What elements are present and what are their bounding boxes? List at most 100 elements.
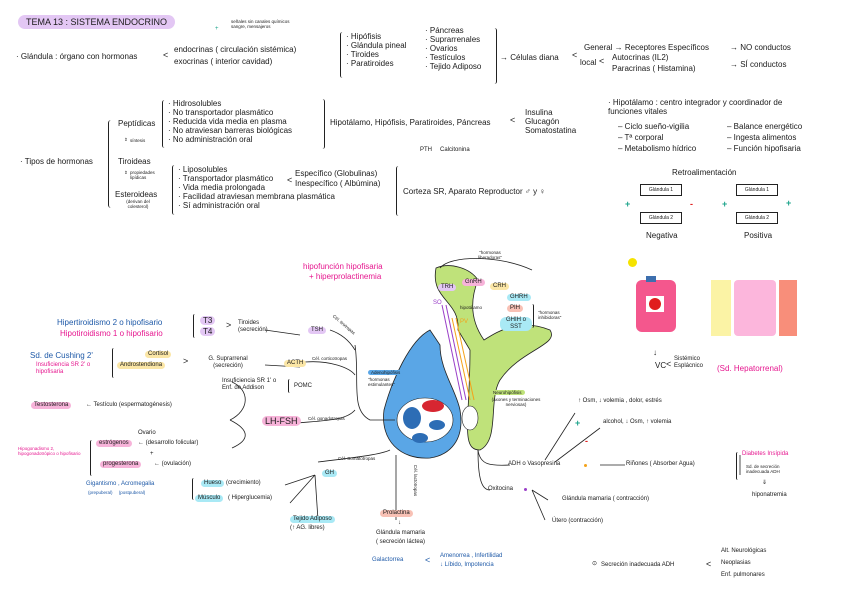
tiroides-label: Tiroides (secreción) bbox=[238, 320, 268, 333]
general-result: → NO conductos bbox=[730, 43, 791, 52]
transport-especifico: Específico (Globulinas) bbox=[295, 169, 378, 178]
retro-neg-g2: Glándula 2 bbox=[640, 212, 682, 224]
peptidicas-props: · Hidrosolubles · No transportador plasm… bbox=[168, 99, 292, 144]
down-arrow-icon: ↓ bbox=[653, 348, 657, 357]
minus-icon: - bbox=[585, 436, 588, 446]
gland-item: · Ovarios bbox=[425, 44, 458, 53]
cell-cluster bbox=[422, 400, 444, 412]
neuro-label: Neurohipófisis bbox=[490, 390, 525, 395]
hipo-func: – Tª corporal bbox=[618, 133, 664, 142]
gland-item: · Testículos bbox=[425, 53, 466, 62]
adh-label: ADH o Vasopresina bbox=[508, 461, 561, 467]
oxitocina-mamaria: Glándula mamaria ( contracción) bbox=[562, 496, 650, 502]
cortisol-badge: Cortisol bbox=[145, 351, 172, 358]
brace bbox=[288, 379, 292, 393]
retro-pos-g1: Glándula 1 bbox=[736, 184, 778, 196]
cushing: Sd. de Cushing 2' bbox=[30, 351, 93, 360]
gland-item: · Hipófisis bbox=[346, 32, 382, 41]
so-label: SO bbox=[433, 300, 442, 306]
estrogenos-badge: estrógenos bbox=[96, 440, 132, 447]
lt-icon: < bbox=[599, 56, 605, 66]
brace bbox=[492, 28, 497, 84]
gt-icon: > bbox=[226, 320, 232, 330]
lt-icon: < bbox=[163, 50, 169, 60]
brace bbox=[112, 348, 116, 378]
adeno-label: Adenohipófisis bbox=[368, 370, 404, 375]
galactorrea: Galactorrea bbox=[372, 557, 404, 563]
gland-item: · Paratiroides bbox=[346, 59, 394, 68]
t4-badge: T4 bbox=[200, 327, 216, 336]
cell-type: Cél. lactotropas bbox=[413, 464, 419, 497]
brace bbox=[320, 99, 325, 149]
plus-icon: + bbox=[625, 199, 631, 209]
tsh-badge: TSH bbox=[308, 327, 326, 334]
prop-item: · Sí administración oral bbox=[178, 201, 260, 210]
down-arrow-icon: ⇓ bbox=[762, 480, 768, 486]
peptidicas: Peptídicas bbox=[118, 119, 156, 128]
neurohypophysis-shape bbox=[434, 265, 552, 451]
musculo-note: ( Hiperglucemia) bbox=[228, 495, 273, 501]
vessel-yellow bbox=[711, 280, 731, 336]
receptor-icon bbox=[646, 276, 656, 282]
inhibidoras-label: "hormonas inhibidoras" bbox=[538, 310, 562, 320]
retro-pos-label: Positiva bbox=[744, 231, 773, 240]
ghrh-badge: GHRH bbox=[507, 294, 531, 301]
hipotalamo-heading: · Hipotálamo : centro integrador y coord… bbox=[608, 98, 783, 116]
glandula-label: · Glándula : órgano con hormonas bbox=[16, 52, 138, 61]
brace bbox=[90, 440, 94, 476]
gigantismo-sub: (prepuberal) (postpuberal) bbox=[88, 490, 146, 495]
gland-list-a: · Hipófisis · Glándula pineal · Tiroides… bbox=[346, 32, 406, 68]
adh-stim: ↑ Osm, ↓ volemia , dolor, estrés bbox=[578, 398, 662, 404]
local-result: → SÍ conductos bbox=[730, 60, 787, 69]
pth: PTH bbox=[420, 147, 432, 153]
down-arrow-icon: ↓ bbox=[398, 520, 401, 526]
gt-icon: > bbox=[183, 356, 189, 366]
prop-item: · No atraviesan barreras biológicas bbox=[168, 126, 293, 135]
vc-target: Esplácnico bbox=[674, 363, 704, 369]
siadh-cause: Alt. Neurológicas bbox=[721, 548, 767, 554]
prop-item: · Hidrosolubles bbox=[168, 99, 222, 108]
hepatocyte bbox=[734, 280, 776, 336]
testosterona-badge: Testosterona bbox=[31, 402, 72, 409]
estrogenos-note: ← (desarrollo folicular) bbox=[138, 440, 199, 446]
siadh-cause: Enf. pulmonares bbox=[721, 572, 765, 578]
androst-badge: Androstendiona bbox=[117, 362, 166, 369]
acth-badge: ACTH bbox=[284, 360, 307, 367]
calcitonina: Calcitonina bbox=[440, 147, 470, 153]
plus-icon: + bbox=[575, 418, 581, 428]
insuf-sr1: Insuficiencia SR 1' o Enf. de Addison bbox=[222, 378, 277, 391]
oxitocina-label: Oxitocina bbox=[488, 486, 514, 492]
dot-icon bbox=[584, 464, 587, 467]
hipo-func: – Función hipofisaria bbox=[727, 144, 801, 153]
arrow-label: propiedades lipídicas bbox=[130, 170, 155, 180]
brace bbox=[162, 100, 167, 148]
gnrh-badge: GnRH bbox=[462, 279, 485, 286]
progesterona-badge: progesterona bbox=[100, 461, 142, 468]
tipos-label: · Tipos de hormonas bbox=[20, 157, 93, 166]
hipogonadismo: Hipogonadismo 2, hipogonadotrópico o hip… bbox=[18, 446, 81, 456]
gene-icon bbox=[649, 298, 661, 310]
brace bbox=[530, 304, 534, 328]
vessel-red bbox=[779, 280, 797, 336]
cell-cluster bbox=[412, 433, 428, 443]
ghih-badge: GHIH o SST bbox=[500, 317, 532, 331]
pancreas-hormone: Glucagón bbox=[525, 117, 560, 126]
plus-icon: + bbox=[722, 199, 728, 209]
prop-item: · No transportador plasmático bbox=[168, 108, 274, 117]
glandula-exocrinas: exocrinas ( interior cavidad) bbox=[174, 57, 273, 66]
brace bbox=[193, 314, 197, 338]
hipotalamo-label: hipotálamo bbox=[460, 305, 483, 310]
diabetes-insipida: Diabetes Insípida bbox=[742, 451, 789, 457]
cell-illustration bbox=[636, 276, 676, 332]
rinones: Riñones ( Absorber Agua) bbox=[626, 461, 695, 467]
musculo-badge: Músculo bbox=[195, 495, 224, 502]
cell-cluster bbox=[429, 420, 445, 430]
cell-type: Cél. Somatotropas bbox=[338, 456, 376, 461]
adh-inhib: alcohol, ↓ Osm, ↑ volemia bbox=[603, 419, 672, 425]
tejido-badge: Tejido Adiposo bbox=[290, 516, 335, 523]
adeno-sub: "hormonas estimulantes" bbox=[368, 377, 395, 387]
lhfsh-badge: LH-FSH bbox=[262, 416, 301, 426]
pink-note: + hiperprolactinemia bbox=[309, 272, 382, 281]
lt-icon: < bbox=[572, 50, 578, 60]
